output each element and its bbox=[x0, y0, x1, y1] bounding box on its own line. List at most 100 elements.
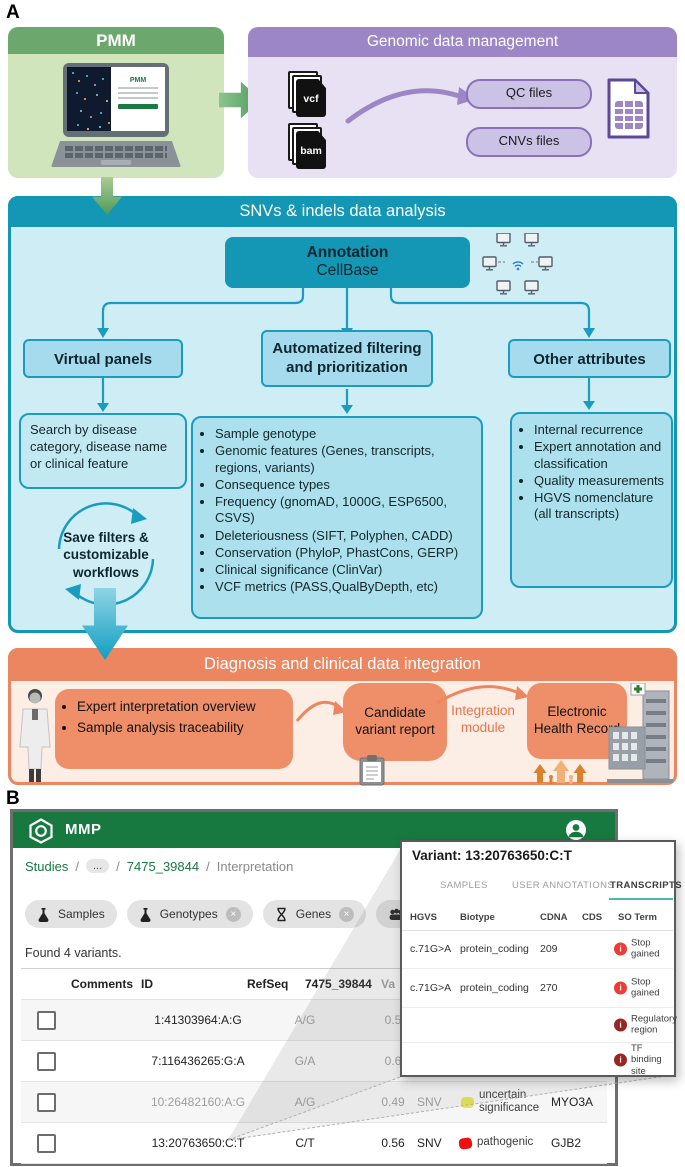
hospital-icon bbox=[607, 683, 673, 783]
col-biotype: Biotype bbox=[460, 912, 495, 923]
row-checkbox[interactable] bbox=[37, 1092, 56, 1112]
pmm-login-screen: PMM bbox=[111, 67, 165, 131]
chip-genotypes[interactable]: Genotypes × bbox=[126, 900, 253, 928]
mmp-logo-icon bbox=[29, 818, 53, 844]
variant-detail-popup: Variant: 13:20763650:C:T SAMPLES USER AN… bbox=[400, 840, 682, 1077]
flask-icon bbox=[140, 907, 151, 922]
diagnosis-title: Diagnosis and clinical data integration bbox=[8, 648, 677, 681]
breadcrumb: Studies / ... / 7475_39844 / Interpretat… bbox=[25, 858, 294, 874]
clinical-significance: uncertain significance bbox=[479, 1088, 540, 1114]
other-attributes-detail-box: Internal recurrence Expert annotation an… bbox=[510, 412, 673, 588]
transcript-row: c.71G>A protein_coding 270 i Stop gained bbox=[402, 969, 673, 1008]
flask-icon bbox=[38, 907, 49, 922]
vcf-file-icon: vcf bbox=[288, 71, 328, 117]
col-refseq: RefSeq bbox=[247, 977, 289, 991]
search-disease-box: Search by disease category, disease name… bbox=[19, 413, 187, 489]
genomic-title: Genomic data management bbox=[248, 27, 677, 57]
list-item: Internal recurrence bbox=[534, 422, 671, 438]
table-row[interactable]: 13:20763650:C:T C/T 0.56 SNV pathogenic … bbox=[21, 1123, 607, 1164]
diagnosis-section: Diagnosis and clinical data integration … bbox=[8, 648, 677, 786]
row-checkbox[interactable] bbox=[37, 1010, 56, 1030]
virtual-panels-box: Virtual panels bbox=[23, 339, 183, 378]
cnvs-files-pill: CNVs files bbox=[466, 127, 592, 157]
expert-interpretation-box: Expert interpretation overview Sample an… bbox=[55, 689, 293, 769]
variant-id[interactable]: 1:41303964:A:G bbox=[154, 1013, 242, 1027]
cellbase-label: CellBase bbox=[316, 262, 379, 279]
panel-a-label: A bbox=[6, 2, 20, 23]
curved-arrow-files-to-outputs bbox=[345, 87, 477, 124]
spreadsheet-icon bbox=[607, 78, 650, 139]
breadcrumb-current-page: Interpretation bbox=[216, 858, 294, 874]
breadcrumb-studies-link[interactable]: Studies bbox=[25, 858, 69, 874]
laptop-app-title: PMM bbox=[129, 77, 147, 84]
close-icon[interactable]: × bbox=[225, 906, 241, 922]
refseq-value: A/G bbox=[294, 1095, 316, 1109]
col-cdna: CDNA bbox=[540, 912, 568, 923]
col-soterm: SO Term bbox=[618, 912, 657, 923]
tab-user-annotations[interactable]: USER ANNOTATIONS bbox=[512, 880, 615, 891]
chip-samples[interactable]: Samples bbox=[25, 900, 117, 928]
so-severity-icon: i bbox=[614, 981, 627, 995]
transcript-row: c.71G>A protein_coding 209 i Stop gained bbox=[402, 930, 673, 969]
chip-genes[interactable]: Genes × bbox=[262, 900, 367, 928]
row-checkbox[interactable] bbox=[37, 1133, 56, 1153]
refseq-value: G/A bbox=[294, 1054, 316, 1068]
network-computers-icon bbox=[482, 233, 553, 295]
panel-b-label: B bbox=[6, 788, 20, 809]
snv-analysis-section: SNVs & indels data analysis Annotation C… bbox=[8, 196, 677, 633]
snv-section-title: SNVs & indels data analysis bbox=[8, 196, 677, 227]
breadcrumb-ellipsis[interactable]: ... bbox=[86, 859, 110, 873]
list-item: Frequency (gnomAD, 1000G, ESP6500, CSVS) bbox=[215, 494, 481, 527]
popup-title: Variant: 13:20763650:C:T bbox=[412, 848, 572, 863]
list-item: Sample genotype bbox=[215, 426, 481, 442]
qc-files-pill: QC files bbox=[466, 79, 592, 109]
filter-criteria-box: Sample genotype Genomic features (Genes,… bbox=[191, 416, 483, 619]
cycle-arrows-icon bbox=[57, 502, 155, 606]
close-icon[interactable]: × bbox=[339, 906, 355, 922]
clinician-icon bbox=[19, 689, 51, 782]
col-cds: CDS bbox=[582, 912, 603, 923]
list-item: Genomic features (Genes, transcripts, re… bbox=[215, 443, 481, 476]
laptop-illustration: PMM bbox=[41, 63, 191, 173]
list-item: Conservation (PhyloP, PhastCons, GERP) bbox=[215, 545, 481, 561]
breadcrumb-study-link[interactable]: 7475_39844 bbox=[126, 858, 200, 874]
gene-symbol: GJB2 bbox=[551, 1136, 582, 1150]
list-item: Expert interpretation overview bbox=[77, 699, 293, 716]
population-growth-icon bbox=[533, 760, 587, 784]
col-id: ID bbox=[141, 977, 153, 991]
transcript-row: i TF binding site bbox=[402, 1043, 673, 1077]
vaf-value: 0.49 bbox=[381, 1095, 405, 1109]
app-title: MMP bbox=[65, 821, 102, 838]
so-severity-icon: i bbox=[614, 1053, 627, 1067]
variant-id[interactable]: 7:116436265:G:A bbox=[151, 1054, 245, 1068]
list-item: Quality measurements bbox=[534, 473, 671, 489]
other-attributes-box: Other attributes bbox=[508, 339, 671, 378]
pmm-box: PMM PMM bbox=[8, 27, 224, 178]
row-checkbox[interactable] bbox=[37, 1051, 56, 1071]
variant-id[interactable]: 13:20763650:C:T bbox=[151, 1136, 245, 1150]
col-sample: 7475_39844 bbox=[305, 977, 372, 991]
vaf-value: 0.56 bbox=[381, 1136, 405, 1150]
list-item: Clinical significance (ClinVar) bbox=[215, 562, 481, 578]
vaf-value: 0.6 bbox=[384, 1054, 402, 1068]
uncertain-significance-icon bbox=[461, 1096, 474, 1108]
so-severity-icon: i bbox=[614, 942, 627, 956]
dna-icon bbox=[276, 907, 286, 921]
user-account-icon[interactable] bbox=[565, 819, 587, 841]
so-severity-icon: i bbox=[614, 1018, 627, 1032]
laptop-keyboard bbox=[65, 144, 167, 158]
refseq-value: A/G bbox=[294, 1013, 316, 1027]
vaf-value: 0.5 bbox=[384, 1013, 402, 1027]
tab-samples[interactable]: SAMPLES bbox=[440, 880, 488, 891]
variant-type: SNV bbox=[417, 1136, 442, 1150]
popup-table-header: HGVS Biotype CDNA CDS SO Term bbox=[402, 906, 673, 931]
wifi-icon bbox=[512, 261, 524, 271]
variant-type: SNV bbox=[417, 1095, 442, 1109]
pathogenic-icon bbox=[458, 1136, 473, 1150]
col-hgvs: HGVS bbox=[410, 912, 437, 923]
tab-transcripts[interactable]: TRANSCRIPTS bbox=[610, 880, 682, 891]
variant-id[interactable]: 10:26482160:A:G bbox=[150, 1095, 246, 1109]
list-item: HGVS nomenclature (all transcripts) bbox=[534, 490, 671, 523]
table-row[interactable]: 10:26482160:A:G A/G 0.49 SNV uncertain s… bbox=[21, 1082, 607, 1123]
